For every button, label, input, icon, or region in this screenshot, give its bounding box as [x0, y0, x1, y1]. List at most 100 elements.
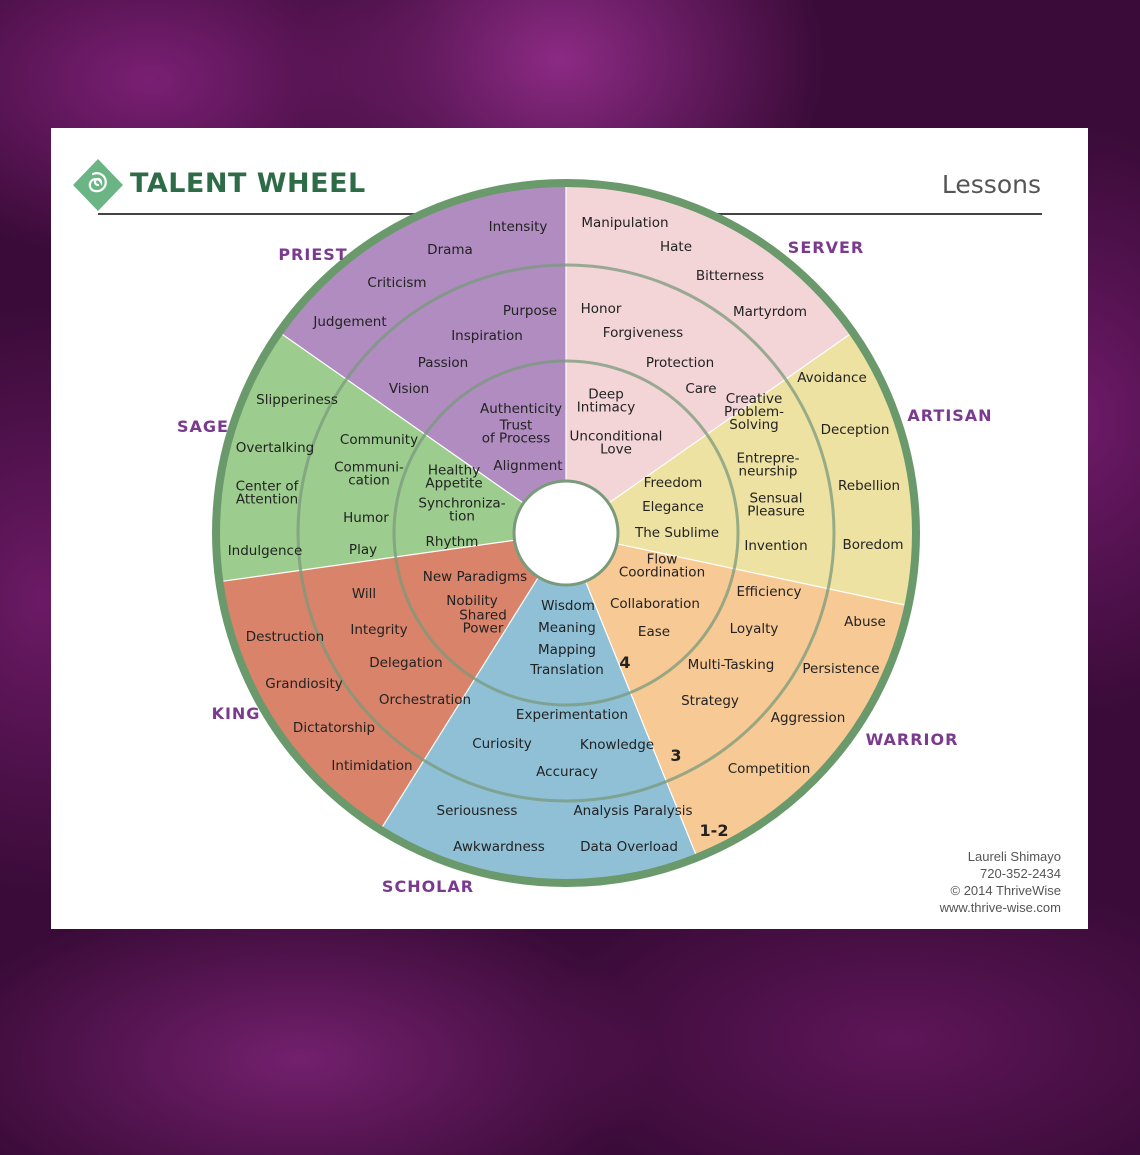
warrior-outer-term: Competition [728, 761, 811, 777]
server-outer-term: Manipulation [581, 215, 668, 231]
scholar-inner-term: Wisdom [541, 598, 595, 614]
scholar-middle-term: Accuracy [536, 764, 598, 780]
artisan-divider [608, 331, 854, 504]
warrior-role-label: WARRIOR [866, 730, 959, 749]
king-inner-term: New Paradigms [423, 569, 527, 585]
sage-middle-term: Humor [343, 510, 389, 526]
priest-middle-term: Purpose [503, 303, 557, 319]
scholar-role-label: SCHOLAR [382, 877, 474, 896]
king-middle-term: Delegation [369, 655, 442, 671]
warrior-divider [616, 543, 909, 607]
outer-rim [212, 179, 920, 887]
scholar-outer-term: Analysis Paralysis [573, 803, 692, 819]
sage-outer-term: Indulgence [228, 543, 303, 559]
scholar-inner-term: Mapping [538, 642, 596, 658]
priest-middle-term: Passion [418, 355, 468, 371]
warrior-inner-term: Collaboration [610, 596, 700, 612]
sage-outer-term: Slipperiness [256, 392, 338, 408]
warrior-inner-term: Ease [638, 624, 670, 640]
server-outer-term: Martyrdom [733, 304, 807, 320]
wheel-sectors [216, 183, 917, 883]
artisan-outer-term: Rebellion [838, 478, 900, 494]
scholar-inner-term: Meaning [538, 620, 596, 636]
king-outer-term: Destruction [246, 629, 324, 645]
role-labels: PRIEST SERVER ARTISAN WARRIOR SCHOLAR KING SAG… [177, 238, 992, 896]
scholar-middle-term: Knowledge [580, 737, 654, 753]
king-middle-term: Will [352, 586, 376, 602]
artisan-inner-term: Elegance [642, 499, 704, 515]
server-outer-term: Hate [660, 239, 692, 255]
server-outer-term: Bitterness [696, 268, 764, 284]
king-inner-term: Nobility [446, 593, 497, 609]
credit-phone: 720-352-2434 [980, 866, 1061, 881]
artisan-inner-term: The Sublime [634, 525, 719, 541]
scholar-divider [584, 580, 698, 858]
scholar-outer-term: Data Overload [580, 839, 678, 855]
credit-copyright: © 2014 ThriveWise [950, 883, 1062, 898]
credit-website: www.thrive-wise.com [939, 900, 1061, 915]
credits: Laureli Shimayo 720-352-2434 © 2014 Thri… [940, 848, 1061, 916]
scholar-outer-term: Awkwardness [453, 839, 545, 855]
warrior-middle-term: Strategy [681, 693, 739, 709]
king-outer-term: Intimidation [331, 758, 412, 774]
sage-sector [216, 332, 566, 582]
king-role-label: KING [212, 704, 261, 723]
server-middle-term: Forgiveness [603, 325, 683, 341]
warrior-middle-term: Efficiency [736, 584, 801, 600]
king-outer-term: Grandiosity [265, 676, 343, 692]
sage-middle-term: Play [349, 542, 377, 558]
artisan-sector [566, 332, 917, 606]
sage-inner-term: Rhythm [426, 534, 479, 550]
warrior-middle-term: Loyalty [730, 621, 779, 637]
sage-role-label: SAGE [177, 417, 229, 436]
priest-sector [279, 183, 566, 533]
scholar-outer-term: Seriousness [437, 803, 518, 819]
priest-outer-term: Criticism [367, 275, 426, 291]
sage-middle-term: Community [340, 432, 418, 448]
scholar-inner-term: Translation [529, 662, 604, 678]
hub [512, 479, 620, 587]
server-role-label: SERVER [788, 238, 864, 257]
credit-name: Laureli Shimayo [967, 849, 1061, 864]
level-label: 4 [619, 653, 630, 672]
warrior-outer-term: Aggression [771, 710, 846, 726]
priest-middle-term: Inspiration [451, 328, 523, 344]
artisan-middle-term: Invention [744, 538, 807, 554]
sage-inner-term: Synchroniza-tion [418, 496, 505, 525]
artisan-outer-term: Boredom [842, 537, 903, 553]
priest-outer-term: Judgement [312, 314, 386, 330]
king-sector [219, 533, 566, 830]
priest-inner-term: Alignment [493, 458, 562, 474]
level-label: 1-2 [700, 821, 729, 840]
server-middle-term: Honor [581, 301, 622, 317]
spiral-logo-icon [73, 159, 123, 211]
king-middle-term: Integrity [350, 622, 407, 638]
priest-outer-term: Drama [427, 242, 473, 258]
sage-divider [219, 539, 515, 583]
middle-ring [296, 263, 836, 803]
inner-ring [392, 359, 740, 707]
artisan-role-label: ARTISAN [907, 406, 992, 425]
priest-middle-term: Vision [389, 381, 429, 397]
server-sector [566, 183, 853, 533]
warrior-outer-term: Persistence [802, 661, 879, 677]
warrior-outer-term: Abuse [844, 614, 886, 630]
page-subtitle: Lessons [941, 170, 1041, 199]
artisan-outer-term: Avoidance [797, 370, 867, 386]
artisan-middle-term: Entrepre-neurship [737, 451, 800, 480]
page-title: TALENT WHEEL [130, 168, 366, 199]
priest-role-label: PRIEST [278, 245, 347, 264]
king-middle-term: Orchestration [379, 692, 471, 708]
king-divider [380, 576, 539, 831]
scholar-middle-term: Curiosity [472, 736, 532, 752]
sage-outer-term: Overtalking [236, 440, 314, 456]
scholar-middle-term: Experimentation [516, 707, 628, 723]
server-middle-term: Protection [646, 355, 714, 371]
